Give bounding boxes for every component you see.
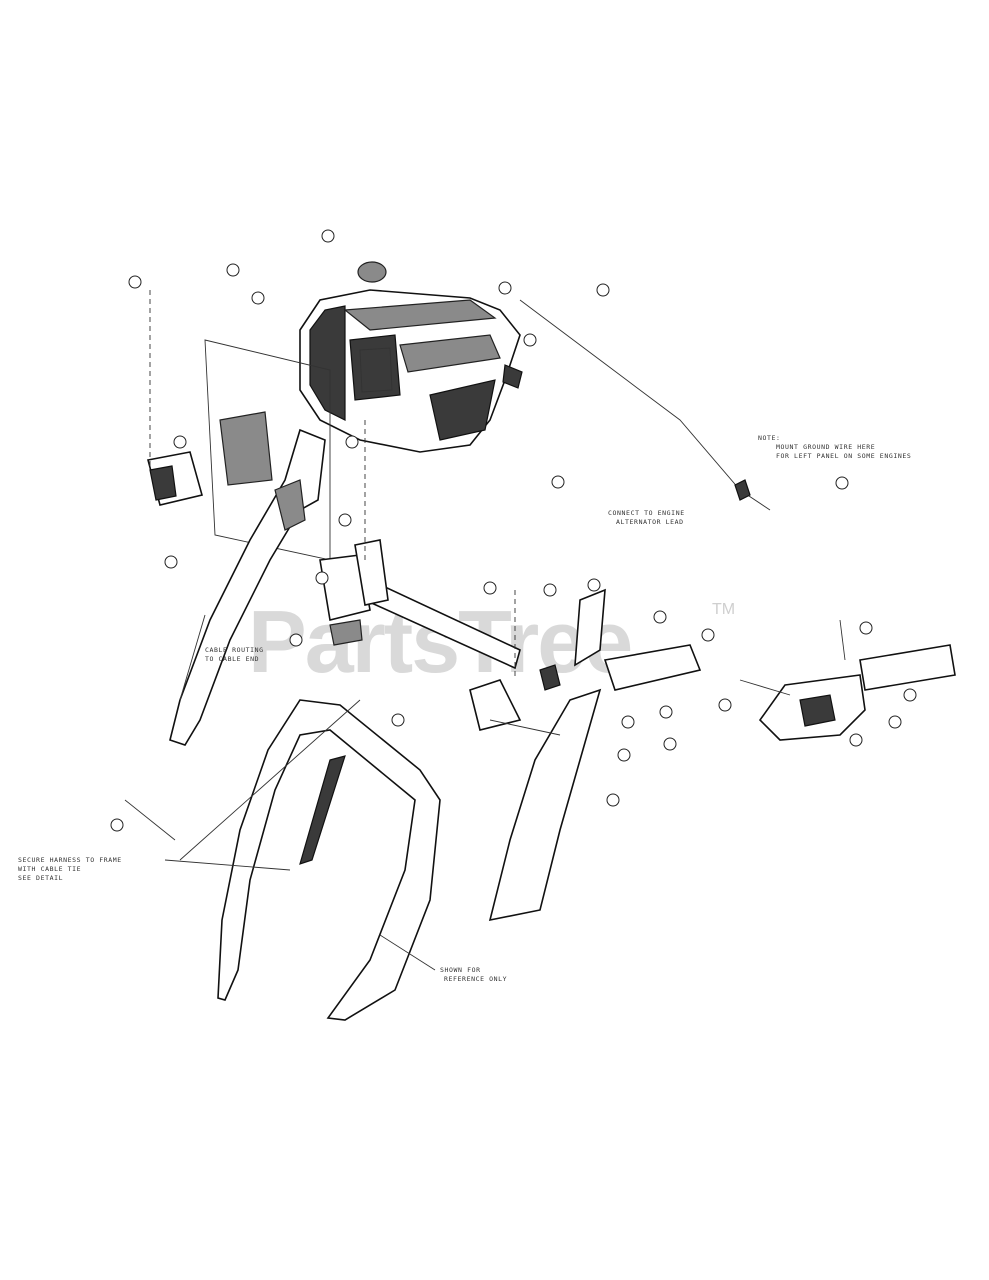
note-cable-routing: CABLE ROUTING TO CABLE END: [205, 646, 264, 663]
svg-text:WITH CABLE TIE: WITH CABLE TIE: [18, 865, 81, 873]
svg-text:TO CABLE END: TO CABLE END: [205, 655, 259, 663]
dash-panel: [299, 261, 523, 453]
harness-leader-lines: [124, 290, 516, 971]
note-alternator: CONNECT TO ENGINE ALTERNATOR LEAD: [608, 509, 685, 526]
svg-text:FOR LEFT PANEL ON SOME ENGINES: FOR LEFT PANEL ON SOME ENGINES: [776, 452, 911, 460]
svg-text:CABLE ROUTING: CABLE ROUTING: [205, 646, 264, 654]
svg-text:NOTE:: NOTE:: [758, 434, 781, 442]
svg-text:PartsTree: PartsTree: [248, 592, 631, 691]
svg-text:CONNECT TO ENGINE: CONNECT TO ENGINE: [608, 509, 685, 517]
svg-text:REFERENCE ONLY: REFERENCE ONLY: [444, 975, 507, 983]
svg-text:SHOWN FOR: SHOWN FOR: [440, 966, 481, 974]
ground-wire: [519, 299, 771, 511]
right-handle-grip: [469, 588, 702, 922]
note-ground-wire: NOTE: MOUNT GROUND WIRE HERE FOR LEFT PA…: [758, 434, 911, 460]
svg-text:SECURE HARNESS TO FRAME: SECURE HARNESS TO FRAME: [18, 856, 122, 864]
svg-text:TM: TM: [712, 601, 735, 618]
svg-text:SEE DETAIL: SEE DETAIL: [18, 874, 63, 882]
callout-balloons: [110, 229, 917, 832]
left-upper-handle: [169, 428, 326, 746]
lower-handle-frame: [217, 699, 441, 1021]
svg-text:MOUNT GROUND WIRE HERE: MOUNT GROUND WIRE HERE: [776, 443, 875, 451]
parts-tree-watermark: PartsTree TM: [248, 592, 735, 691]
svg-text:ALTERNATOR LEAD: ALTERNATOR LEAD: [616, 518, 684, 526]
detail-grip-assembly: [739, 619, 956, 741]
note-reference: SHOWN FOR REFERENCE ONLY: [440, 966, 507, 983]
note-harness: SECURE HARNESS TO FRAME WITH CABLE TIE S…: [18, 856, 122, 882]
shift-rod-assembly: [319, 539, 561, 691]
